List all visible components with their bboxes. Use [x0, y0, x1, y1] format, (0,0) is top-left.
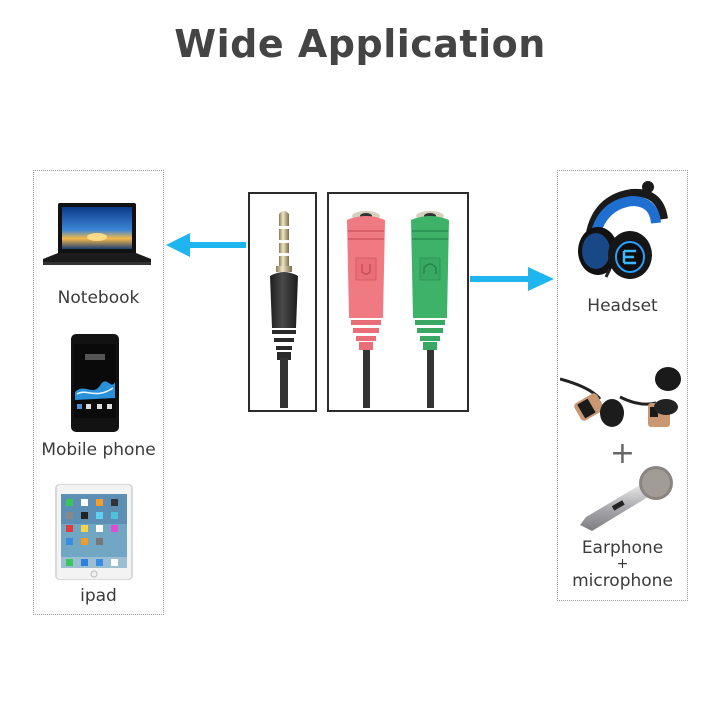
- headset-label: Headset: [587, 296, 658, 316]
- laptop-icon: [40, 201, 154, 271]
- smartphone-icon: [71, 334, 119, 432]
- left-device-panel: Notebook Mobile phone: [33, 170, 164, 615]
- tablet-icon: [55, 484, 133, 580]
- female-jack-headphone-icon: [405, 208, 455, 408]
- plus-icon: +: [609, 436, 636, 471]
- earphone-plus-label: +: [616, 556, 629, 572]
- female-jack-microphone-icon: [341, 208, 391, 408]
- microphone-icon: [578, 463, 678, 533]
- female-jacks-box: [327, 192, 469, 412]
- page-title: Wide Application: [174, 22, 546, 66]
- ipad-label: ipad: [80, 586, 117, 606]
- mobile-phone-label: Mobile phone: [41, 440, 156, 460]
- arrow-left-icon: [166, 232, 246, 258]
- gaming-headset-icon: [570, 179, 674, 283]
- arrow-right-icon: [470, 266, 554, 292]
- notebook-label: Notebook: [57, 288, 140, 308]
- earphone-label: Earphone: [581, 538, 664, 558]
- male-4-pole-3.5mm-plug-icon: [262, 208, 306, 408]
- male-plug-box: [248, 192, 317, 412]
- right-device-panel: Headset +: [557, 170, 688, 601]
- earphones-icon: [560, 367, 686, 437]
- microphone-label: microphone: [572, 571, 673, 591]
